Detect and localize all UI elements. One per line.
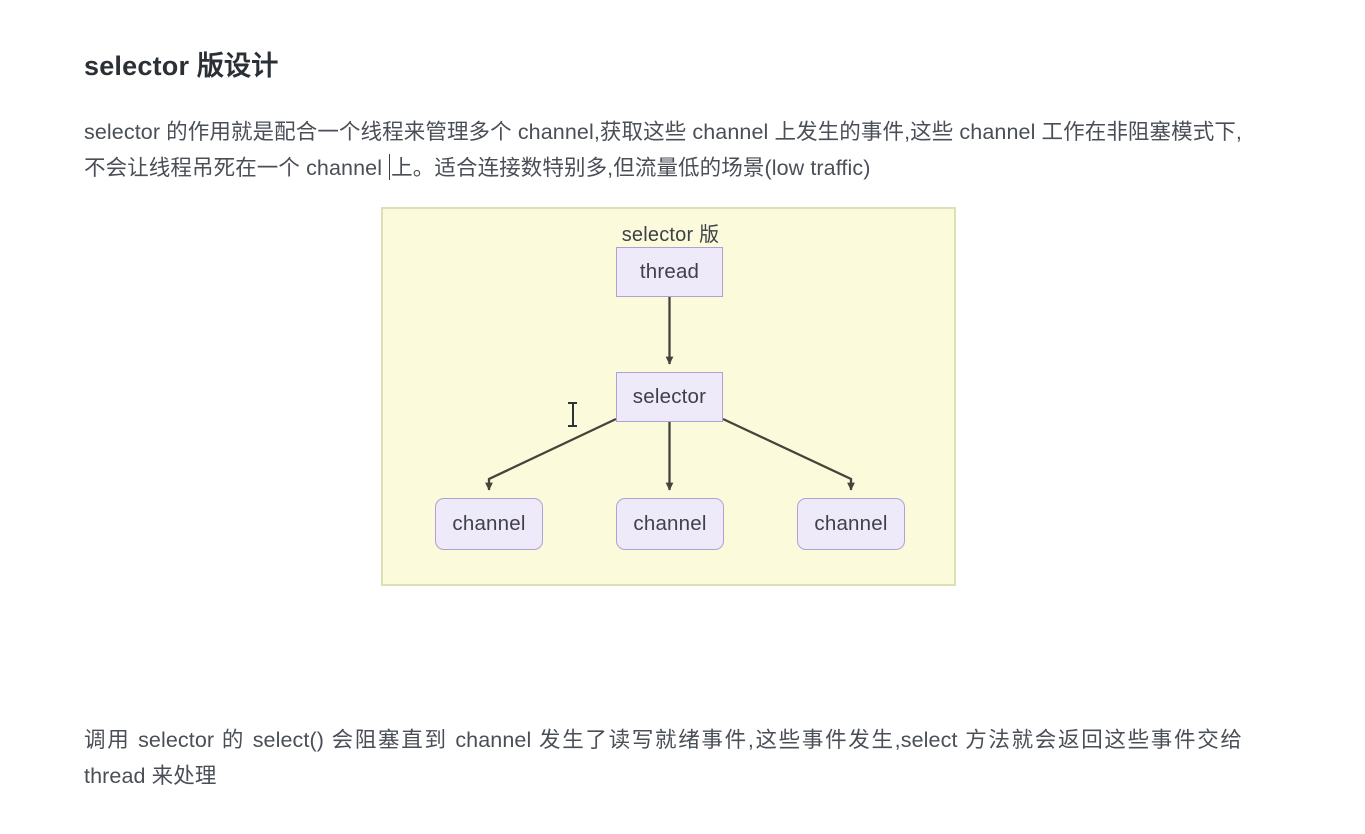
ibeam-stem [572,403,574,425]
ibeam-bottom-serif [568,425,577,427]
ibeam-top-serif [568,402,577,404]
selector-architecture-diagram: selector 版 thread selector channel chann… [381,207,956,586]
diagram-node-channel-2[interactable]: channel [616,498,724,550]
outro-paragraph[interactable]: 调用 selector 的 select() 会阻塞直到 channel 发生了… [84,727,1242,788]
intro-paragraph-text-before-caret: selector 的作用就是配合一个线程来管理多个 channel,获取这些 c… [84,119,1242,180]
page-title: selector 版设计 [84,51,279,82]
diagram-title: selector 版 [621,224,720,246]
diagram-node-selector[interactable]: selector [616,372,723,422]
diagram-edges-svg [485,297,855,491]
edge-selector-to-channel-1 [485,417,617,491]
diagram-node-channel-3[interactable]: channel [797,498,905,550]
diagram-node-channel-1[interactable]: channel [435,498,543,550]
mouse-text-ibeam-cursor [568,400,577,428]
intro-paragraph-text-after-caret: 上。适合连接数特别多,但流量低的场景(low traffic) [391,155,871,180]
diagram-node-thread[interactable]: thread [616,247,723,297]
text-caret [389,153,391,180]
intro-paragraph[interactable]: selector 的作用就是配合一个线程来管理多个 channel,获取这些 c… [84,114,1242,186]
edge-selector-to-channel-3 [722,417,855,491]
